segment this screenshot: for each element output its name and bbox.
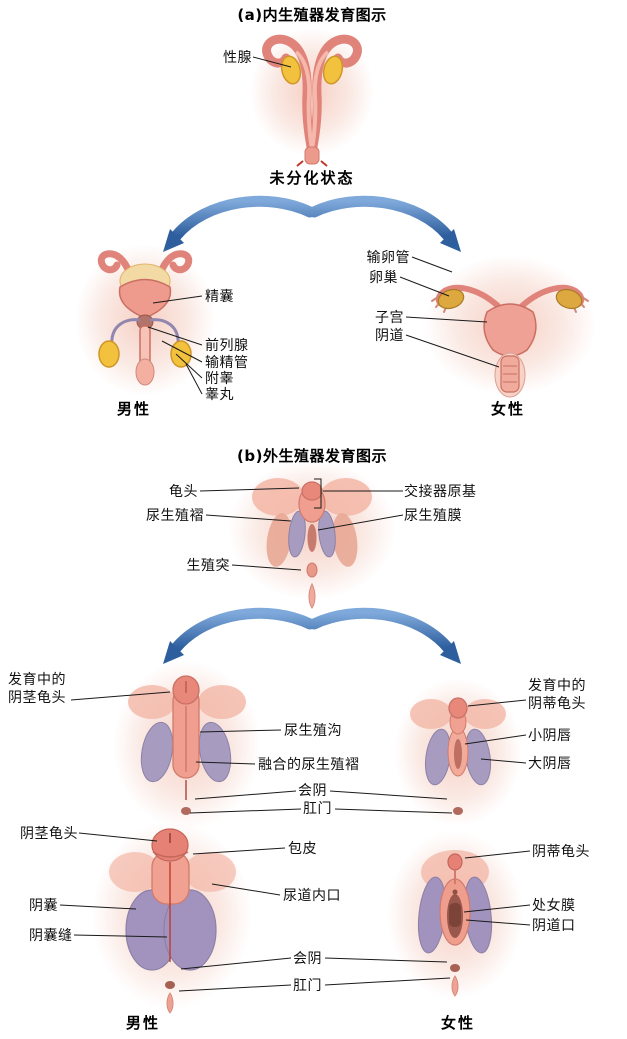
fig-b-developing-male xyxy=(113,661,261,829)
label-anus-bottom: 肛门 xyxy=(293,978,322,994)
label-copulatory-organ-primordium: 交接器原基 xyxy=(404,484,477,500)
fig-a-male-internal xyxy=(75,244,215,396)
label-urogenital-membrane: 尿生殖膜 xyxy=(404,508,462,524)
label-hymen: 处女膜 xyxy=(532,898,576,914)
label-labia-minora: 小阴唇 xyxy=(528,728,572,744)
caption-female-a: 女性 xyxy=(490,400,526,418)
label-testis: 睾丸 xyxy=(205,387,234,403)
caption-male-b: 男性 xyxy=(125,1014,161,1032)
label-vagina: 阴道 xyxy=(375,328,404,344)
label-seminal-vesicle: 精囊 xyxy=(205,289,234,305)
label-scrotum: 阴囊 xyxy=(29,898,58,914)
label-urethral-meatus: 尿道内口 xyxy=(283,888,341,904)
label-ovary: 卵巢 xyxy=(369,270,398,286)
fig-b-mature-female xyxy=(387,831,523,999)
label-developing-clitoral-glans: 发育中的阴蒂龟头 xyxy=(528,678,586,713)
label-clitoral-glans: 阴蒂龟头 xyxy=(532,844,590,860)
caption-undifferentiated-state: 未分化状态 xyxy=(269,169,355,187)
label-uterus: 子宫 xyxy=(375,310,404,326)
label-prostate: 前列腺 xyxy=(205,338,249,354)
caption-male-a: 男性 xyxy=(116,400,152,418)
section-a-title: (a)内生殖器发育图示 xyxy=(237,6,387,24)
label-developing-penile-glans: 发育中的阴茎龟头 xyxy=(8,672,66,707)
label-fallopian-tube: 输卵管 xyxy=(366,250,410,266)
label-urogenital-fold: 尿生殖褶 xyxy=(146,508,204,524)
label-genital-protrusion: 生殖突 xyxy=(186,558,230,574)
fig-a-female-internal xyxy=(424,255,596,398)
label-vaginal-opening: 阴道口 xyxy=(532,918,576,934)
caption-female-b: 女性 xyxy=(440,1014,476,1032)
label-anus-mid: 肛门 xyxy=(303,801,332,817)
fig-a-undifferentiated xyxy=(250,28,374,167)
label-perineum-mid: 会阴 xyxy=(298,783,327,799)
label-foreskin: 包皮 xyxy=(288,841,317,857)
differentiation-arrow-b xyxy=(163,607,461,664)
label-glans: 龟头 xyxy=(169,484,198,500)
differentiation-arrow-a xyxy=(163,195,461,252)
label-scrotal-raphe: 阴囊缝 xyxy=(29,928,73,944)
fig-b-mature-male xyxy=(92,821,252,1014)
leader-lines xyxy=(59,56,531,992)
section-b-title: (b)外生殖器发育图示 xyxy=(237,447,387,465)
label-labia-majora: 大阴唇 xyxy=(528,756,572,772)
label-perineum-bottom: 会阴 xyxy=(293,951,322,967)
label-fused-urogenital-folds: 融合的尿生殖褶 xyxy=(258,757,360,773)
label-vas-deferens: 输精管 xyxy=(205,355,249,371)
fig-b-developing-female xyxy=(394,678,522,826)
label-gonad: 性腺 xyxy=(223,50,252,66)
label-urogenital-groove: 尿生殖沟 xyxy=(284,723,342,739)
label-epididymis: 附睾 xyxy=(205,371,234,387)
fig-b-undifferentiated xyxy=(228,460,396,609)
label-penile-glans: 阴茎龟头 xyxy=(20,826,78,842)
